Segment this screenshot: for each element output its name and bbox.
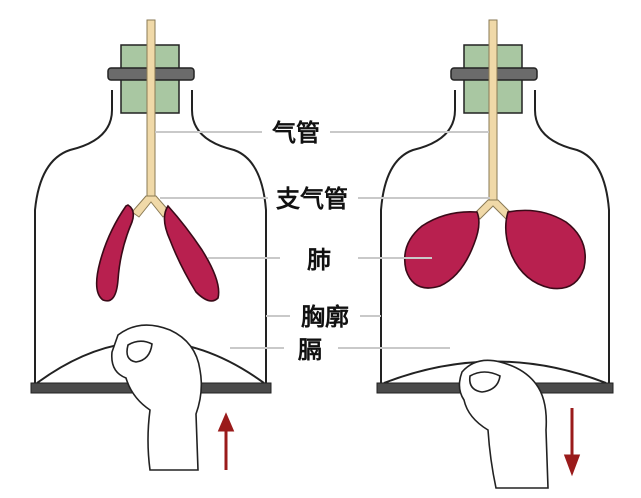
- left-arrow-up: [217, 412, 235, 470]
- left-bell-jar: [34, 90, 267, 385]
- right-hand-finger: [468, 371, 501, 393]
- left-lung-left: [95, 204, 135, 302]
- label-diaphragm: 膈: [297, 335, 322, 364]
- label-bronchus: 支气管: [276, 184, 348, 213]
- left-hand: [110, 324, 203, 471]
- right-trachea: [488, 19, 498, 206]
- right-bell-jar: [380, 90, 610, 385]
- right-model: [376, 19, 614, 489]
- right-lung-left: [403, 210, 480, 289]
- label-thorax: 胸廓: [301, 302, 349, 331]
- label-trachea: 气管: [271, 118, 320, 147]
- label-lung: 肺: [307, 245, 331, 274]
- left-model: [30, 19, 272, 471]
- labels: 气管 支气管 肺 胸廓 膈: [271, 118, 349, 364]
- leader-lines: [155, 131, 490, 349]
- left-trachea: [146, 19, 156, 201]
- right-arrow-down: [563, 408, 581, 477]
- left-hand-thumb: [126, 340, 153, 363]
- left-lung-right: [163, 204, 220, 302]
- right-lung-right: [504, 209, 586, 290]
